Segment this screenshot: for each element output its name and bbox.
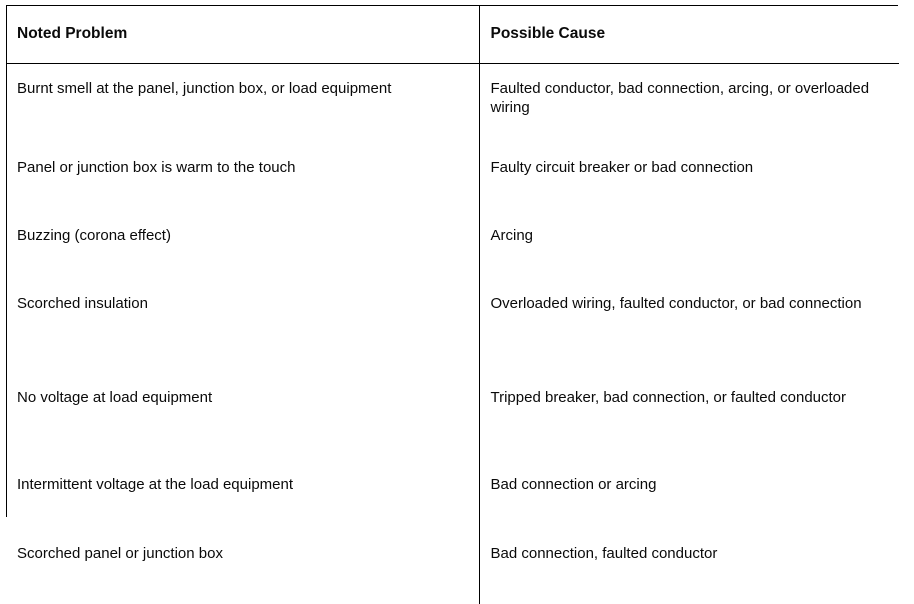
cell-noted-problem: Panel or junction box is warm to the tou…	[7, 145, 479, 214]
table-row: Scorched panel or junction box Bad conne…	[7, 531, 899, 604]
table-row: No voltage at load equipment Tripped bre…	[7, 364, 899, 462]
table-header: Noted Problem Possible Cause	[7, 6, 899, 64]
cell-possible-cause: Faulted conductor, bad connection, arcin…	[479, 64, 899, 146]
cell-text: Intermittent voltage at the load equipme…	[17, 475, 465, 494]
troubleshooting-table-container: Noted Problem Possible Cause Burnt smell…	[6, 5, 898, 517]
cell-noted-problem: No voltage at load equipment	[7, 364, 479, 462]
cell-text: Arcing	[491, 226, 888, 245]
cell-text: Scorched panel or junction box	[17, 544, 465, 563]
cell-noted-problem: Intermittent voltage at the load equipme…	[7, 462, 479, 531]
cell-noted-problem: Scorched insulation	[7, 280, 479, 364]
cell-text: Tripped breaker, bad connection, or faul…	[491, 388, 888, 407]
table-body: Burnt smell at the panel, junction box, …	[7, 64, 899, 604]
cell-possible-cause: Bad connection or arcing	[479, 462, 899, 531]
cell-text: Panel or junction box is warm to the tou…	[17, 158, 465, 177]
cell-text: Overloaded wiring, faulted conductor, or…	[491, 294, 888, 313]
cell-text: No voltage at load equipment	[17, 388, 465, 407]
table-row: Buzzing (corona effect) Arcing	[7, 214, 899, 280]
cell-noted-problem: Burnt smell at the panel, junction box, …	[7, 64, 479, 146]
cell-possible-cause: Tripped breaker, bad connection, or faul…	[479, 364, 899, 462]
cell-noted-problem: Buzzing (corona effect)	[7, 214, 479, 280]
cell-possible-cause: Overloaded wiring, faulted conductor, or…	[479, 280, 899, 364]
cell-text: Faulted conductor, bad connection, arcin…	[491, 79, 888, 117]
document-page: Noted Problem Possible Cause Burnt smell…	[0, 0, 914, 530]
cell-noted-problem: Scorched panel or junction box	[7, 531, 479, 604]
table-header-row: Noted Problem Possible Cause	[7, 6, 899, 64]
column-header-possible-cause: Possible Cause	[479, 6, 899, 64]
cell-text: Faulty circuit breaker or bad connection	[491, 158, 888, 177]
table-row: Intermittent voltage at the load equipme…	[7, 462, 899, 531]
cell-text: Bad connection or arcing	[491, 475, 888, 494]
cell-text: Scorched insulation	[17, 294, 465, 313]
troubleshooting-table: Noted Problem Possible Cause Burnt smell…	[7, 6, 899, 604]
table-row: Burnt smell at the panel, junction box, …	[7, 64, 899, 146]
cell-possible-cause: Arcing	[479, 214, 899, 280]
column-header-noted-problem: Noted Problem	[7, 6, 479, 64]
cell-possible-cause: Faulty circuit breaker or bad connection	[479, 145, 899, 214]
cell-text: Bad connection, faulted conductor	[491, 544, 888, 563]
cell-text: Buzzing (corona effect)	[17, 226, 465, 245]
table-row: Scorched insulation Overloaded wiring, f…	[7, 280, 899, 364]
table-row: Panel or junction box is warm to the tou…	[7, 145, 899, 214]
cell-possible-cause: Bad connection, faulted conductor	[479, 531, 899, 604]
cell-text: Burnt smell at the panel, junction box, …	[17, 79, 465, 98]
